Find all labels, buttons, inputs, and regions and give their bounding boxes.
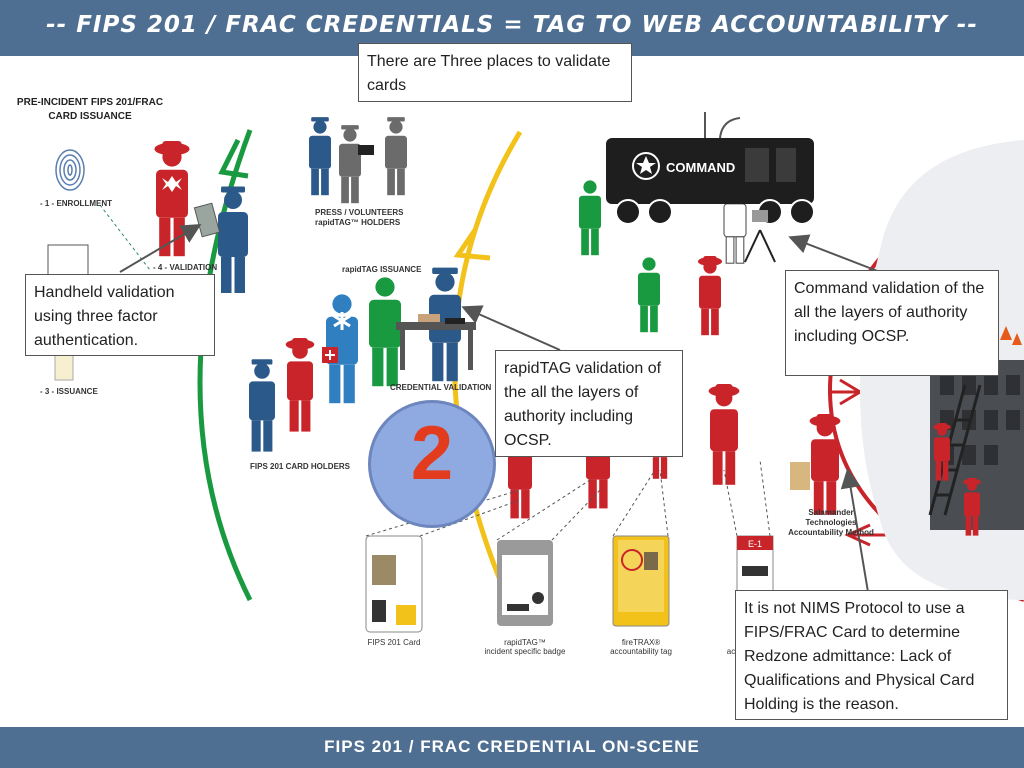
command-truck (606, 138, 815, 225)
footer-bar (0, 727, 1024, 768)
arrow-command (788, 234, 881, 273)
credential-table (396, 322, 476, 330)
footer-title: FIPS 201 / FRAC CREDENTIAL ON-SCENE (324, 737, 700, 756)
e1-label: E-1 (748, 539, 762, 549)
label-rapidtag-issuance: rapidTAG ISSUANCE (342, 265, 422, 274)
label-validation: - 4 - VALIDATION (153, 263, 218, 272)
caption-rapidtag-name: rapidTAG™ (504, 638, 546, 647)
yellow-arrow-top (453, 228, 491, 261)
callout-command: Command validation of the all the layers… (785, 270, 999, 376)
label-enrollment: - 1 - ENROLLMENT (40, 199, 112, 208)
caption-fips-card: FIPS 201 Card (367, 638, 421, 647)
maltese-cross-icon (162, 176, 182, 192)
step-number-marker (368, 400, 496, 528)
caption-firetrax-desc: accountability tag (610, 647, 672, 656)
rapidtag-badge (497, 540, 553, 626)
fips-201-badge (365, 535, 423, 633)
arrow-rapidtag (461, 305, 561, 351)
command-truck-label: COMMAND (666, 160, 735, 175)
validation-police (218, 186, 248, 293)
firetrax-badge (612, 535, 670, 627)
label-issuance: - 3 - ISSUANCE (40, 387, 98, 396)
callout-nims: It is not NIMS Protocol to use a FIPS/FR… (735, 590, 1008, 720)
label-press: PRESS / VOLUNTEERS rapidTAG™ HOLDERS (315, 208, 404, 227)
star-of-life-icon (333, 312, 351, 330)
label-salamander: Salamander Technologies Accountability M… (788, 508, 874, 537)
label-fips-holders: FIPS 201 CARD HOLDERS (250, 462, 351, 471)
label-credential-validation: CREDENTIAL VALIDATION (390, 383, 492, 392)
caption-rapidtag-desc: incident specific badge (484, 647, 566, 656)
callout-handheld: Handheld validation using three factor a… (25, 274, 215, 356)
step-number-digit: 2 (410, 411, 454, 496)
header-title: -- FIPS 201 / FRAC CREDENTIALS = TAG TO … (46, 12, 978, 38)
caption-cut: ac (726, 647, 736, 656)
callout-three-places: There are Three places to validate cards (358, 43, 632, 102)
fingerprint-icon (55, 149, 85, 191)
arrow-nims (840, 468, 869, 593)
camera-icon (358, 145, 374, 155)
caption-firetrax-name: fireTRAX® (621, 638, 661, 647)
green-arrow-top (218, 138, 249, 179)
satellite-dish-icon (704, 112, 741, 139)
callout-rapidtag: rapidTAG validation of the all the layer… (495, 350, 683, 457)
issuance-firefighter (154, 141, 190, 257)
arrow-handheld (119, 223, 202, 273)
label-pre-incident: PRE-INCIDENT FIPS 201/FRAC CARD ISSUANCE (16, 97, 164, 122)
